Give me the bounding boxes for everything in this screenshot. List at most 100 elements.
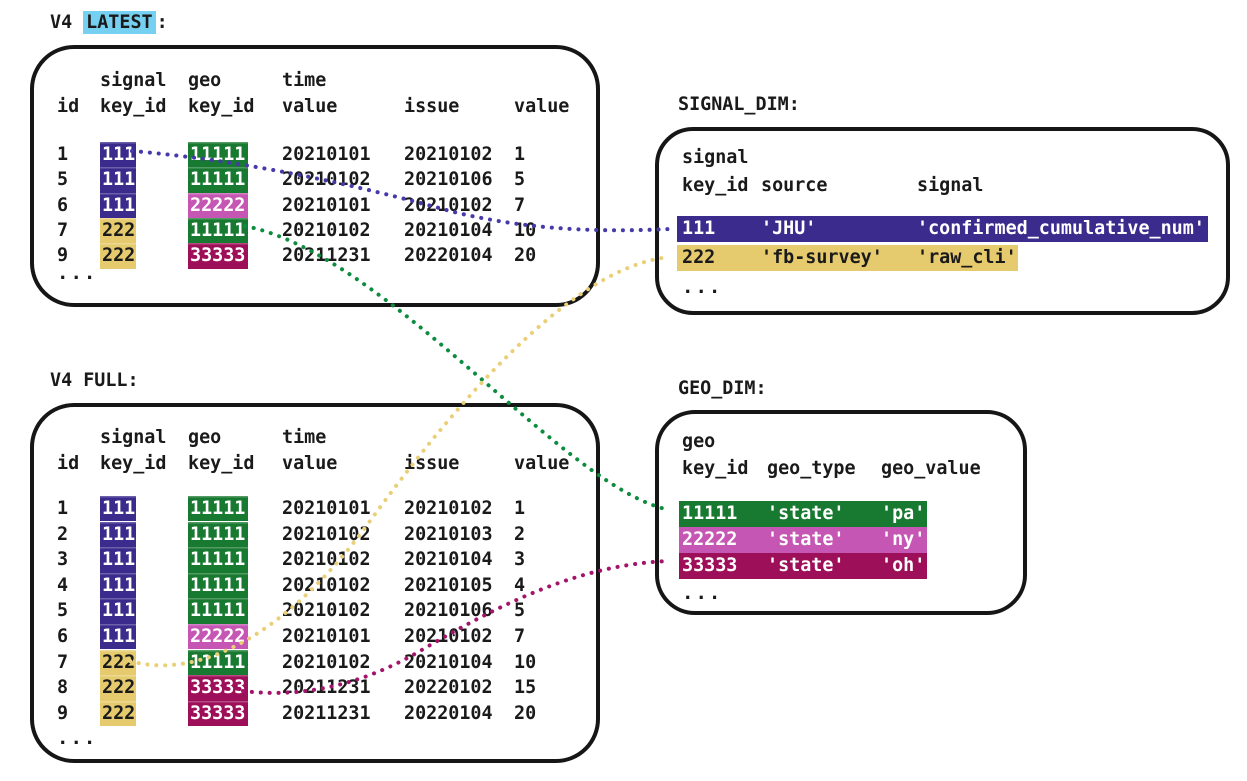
signal-key-cell: 222 (682, 247, 716, 268)
id-cell: 2 (57, 523, 69, 545)
geo-key-cell: 33333 (682, 555, 738, 576)
table-row: 222 'fb-survey' 'raw_cli' (677, 245, 1018, 271)
geo-key-cell: 11111 (188, 572, 248, 599)
time-value-cell: 20211231 (282, 702, 371, 724)
signal-dim-header-row: key_id source signal (659, 173, 1226, 199)
issue-cell: 20220104 (404, 702, 493, 724)
latest-header-geo-key: key_id (188, 96, 255, 117)
signal-key-cell: 111 (100, 547, 136, 573)
v4-latest-table: signal geo time id key_id key_id value i… (30, 45, 600, 307)
v4-latest-title-prefix: V4 (50, 12, 73, 33)
latest-header-time-value: value (282, 96, 338, 117)
value-cell: 15 (514, 677, 537, 699)
geo-key-cell: 11111 (188, 521, 248, 547)
time-value-cell: 20211231 (282, 677, 371, 699)
signal-key-cell: 222 (100, 243, 136, 269)
geo-key-cell: 33333 (188, 675, 248, 701)
time-value-cell: 20210101 (282, 144, 371, 165)
latest-header-group-row: signal geo time (34, 68, 596, 94)
issue-cell: 20210104 (404, 549, 493, 571)
geo-key-cell: 11111 (682, 503, 738, 524)
time-value-cell: 20210101 (282, 626, 371, 647)
time-value-cell: 20211231 (282, 245, 371, 267)
table-row: 11111 'state' 'pa' (679, 501, 927, 527)
issue-cell: 20210102 (404, 194, 493, 216)
id-cell: 4 (57, 574, 69, 596)
table-row: 5 111 11111 20210102 20210106 5 (34, 598, 596, 624)
full-header-time-value: value (282, 453, 338, 474)
issue-cell: 20210106 (404, 169, 493, 191)
table-row: 5 111 11111 20210102 20210106 5 (34, 167, 596, 193)
signal-dim-ellipsis: ... (682, 276, 723, 298)
geo-dim-header-row: key_id geo_type geo_value (659, 456, 1023, 482)
latest-header-signal-key: key_id (100, 96, 167, 117)
value-cell: 5 (514, 169, 526, 191)
signal-key-cell: 111 (100, 521, 136, 547)
id-cell: 6 (57, 626, 69, 647)
table-row: 1 111 11111 20210101 20210102 1 (34, 496, 596, 522)
table-row: 33333 'state' 'oh' (679, 553, 927, 579)
signal-dim-header-source: source (761, 175, 828, 196)
id-cell: 9 (57, 245, 69, 267)
time-value-cell: 20210102 (282, 219, 371, 241)
geo-dim-header-geo-value: geo_value (881, 458, 981, 479)
issue-cell: 20220102 (404, 677, 493, 699)
id-cell: 6 (57, 194, 69, 216)
full-header-issue: issue (404, 453, 460, 474)
geo-key-cell: 22222 (682, 529, 738, 550)
table-row: 6 111 22222 20210101 20210102 7 (34, 624, 596, 650)
id-cell: 1 (57, 144, 69, 165)
value-cell: 20 (514, 702, 537, 724)
signal-key-cell: 111 (100, 192, 136, 218)
geo-key-cell: 22222 (188, 624, 248, 650)
value-cell: 3 (514, 549, 526, 571)
geo-key-cell: 33333 (188, 243, 248, 269)
latest-header-id: id (57, 96, 80, 117)
id-cell: 3 (57, 549, 69, 571)
signal-key-cell: 111 (100, 142, 136, 168)
time-value-cell: 20210101 (282, 194, 371, 216)
latest-header-issue: issue (404, 96, 460, 117)
table-row: 22222 'state' 'ny' (679, 527, 927, 553)
geo-dim-table: geo key_id geo_type geo_value 11111 'sta… (655, 410, 1027, 615)
full-header-id: id (57, 453, 80, 474)
value-cell: 20 (514, 245, 537, 267)
issue-cell: 20210105 (404, 574, 493, 596)
time-value-cell: 20210102 (282, 523, 371, 545)
geo-type-cell: 'state' (767, 555, 845, 576)
geo-type-cell: 'state' (767, 529, 845, 550)
v4-full-title: V4 FULL: (50, 370, 139, 391)
table-row: 3 111 11111 20210102 20210104 3 (34, 547, 596, 573)
latest-header-row: id key_id key_id value issue value (34, 94, 596, 120)
geo-key-cell: 11111 (188, 547, 248, 573)
issue-cell: 20220104 (404, 245, 493, 267)
table-row: 1 111 11111 20210101 20210102 1 (34, 142, 596, 168)
geo-value-cell: 'ny' (881, 529, 926, 550)
signal-dim-header-signal: signal (917, 175, 984, 196)
full-header-value: value (514, 453, 570, 474)
value-cell: 4 (514, 574, 526, 596)
geo-key-cell: 11111 (188, 496, 248, 522)
geo-dim-ellipsis: ... (682, 582, 723, 604)
geo-key-cell: 33333 (188, 700, 248, 727)
geo-value-cell: 'oh' (881, 555, 926, 576)
full-header-geo-key: key_id (188, 453, 255, 474)
time-value-cell: 20210102 (282, 169, 371, 191)
geo-type-cell: 'state' (767, 503, 845, 524)
latest-header-signal-group: signal (100, 70, 167, 91)
table-row: 6 111 22222 20210101 20210102 7 (34, 192, 596, 219)
id-cell: 1 (57, 498, 69, 519)
value-cell: 7 (514, 626, 526, 647)
geo-key-cell: 11111 (188, 649, 248, 675)
geo-key-cell: 11111 (188, 598, 248, 624)
signal-dim-header-signal-group: signal (682, 147, 749, 168)
geo-key-cell: 11111 (188, 142, 248, 168)
table-row: 9 222 33333 20211231 20220104 20 (34, 243, 596, 269)
time-value-cell: 20210101 (282, 498, 371, 519)
id-cell: 5 (57, 169, 69, 191)
geo-dim-header-geo-type: geo_type (767, 458, 856, 479)
signal-key-cell: 111 (100, 167, 136, 193)
value-cell: 10 (514, 219, 537, 241)
